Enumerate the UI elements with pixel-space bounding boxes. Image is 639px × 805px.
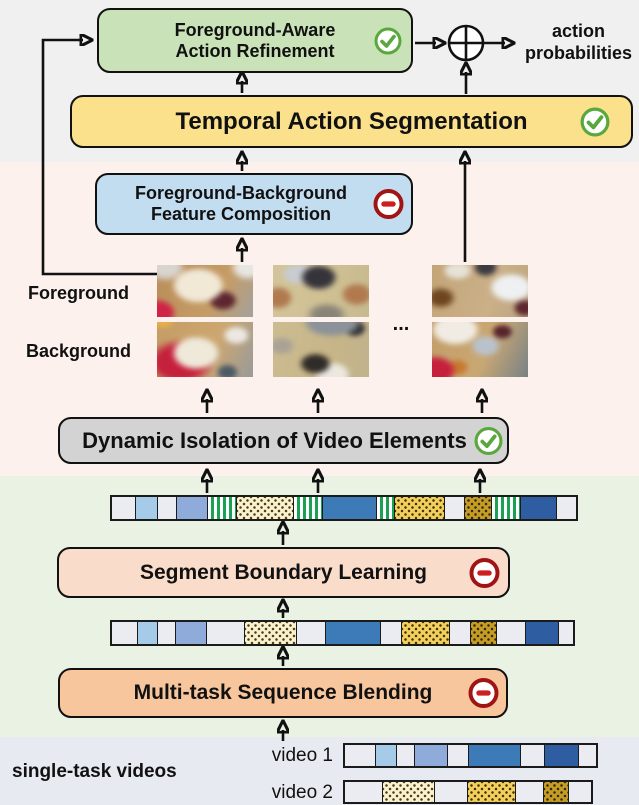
node-multi-task-sequence-blending: Multi-task Sequence Blending [58, 668, 508, 718]
bar-segment-plain [157, 622, 176, 644]
bar-segment-blue_mid [175, 622, 206, 644]
video1-sequence-bar [343, 743, 598, 768]
bar-segment-blue_mid [176, 497, 207, 519]
bar-segment-cream [236, 497, 294, 519]
bar-segment-plain [496, 622, 525, 644]
bar-segment-plain [433, 782, 467, 802]
node-label: Multi-task Sequence Blending [133, 681, 433, 704]
bar-segment-plain [514, 782, 543, 802]
foreground-frame-2 [273, 265, 369, 317]
minus-icon [373, 189, 404, 219]
node-label: Foreground-Aware Action Refinement [174, 19, 336, 61]
foreground-frame-1 [157, 265, 253, 317]
video1-label: video 1 [271, 745, 333, 766]
minus-icon [469, 557, 500, 588]
bar-segment-blue_light [374, 745, 396, 766]
bar-segment-plain [112, 497, 135, 519]
bar-segment-plain [558, 622, 573, 644]
bar-segment-cream [381, 782, 434, 802]
bar-segment-boundary [491, 497, 520, 519]
bar-segment-gold [400, 622, 449, 644]
bar-segment-blue_deep [467, 745, 521, 766]
bar-segment-plain [443, 497, 464, 519]
bar-segment-boundary [376, 497, 394, 519]
video2-label: video 2 [271, 782, 333, 803]
bar-segment-plain [520, 745, 545, 766]
bar-segment-blue_navy [524, 622, 559, 644]
bar-segment-plain [345, 782, 382, 802]
check-icon [474, 426, 503, 455]
node-label: Temporal Action Segmentation [175, 107, 528, 135]
background-row-label: Background [26, 341, 132, 361]
bar-segment-blue_light [136, 622, 158, 644]
bar-segment-darkgold [469, 622, 497, 644]
bar-segment-darkgold [542, 782, 569, 802]
bar-segment-plain [379, 622, 401, 644]
bar-segment-plain [578, 745, 597, 766]
node-foreground-aware-action-refinement: Foreground-Aware Action Refinement [97, 8, 413, 73]
background-frame-3 [432, 322, 528, 377]
bar-segment-blue_deep [324, 622, 380, 644]
bar-segment-plain [395, 745, 414, 766]
node-label: Dynamic Isolation of Video Elements [82, 427, 467, 453]
bar-segment-plain [296, 622, 325, 644]
bar-segment-plain [345, 745, 375, 766]
bar-segment-gold [466, 782, 515, 802]
node-dynamic-isolation-of-video-elements: Dynamic Isolation of Video Elements [58, 417, 509, 464]
boundary-sequence-bar [110, 495, 578, 521]
bar-segment-blue_light [134, 497, 158, 519]
background-frame-1 [157, 322, 253, 377]
bar-segment-plain [205, 622, 244, 644]
output-label: action probabilities [524, 21, 632, 63]
bar-segment-plain [568, 782, 592, 802]
node-label: Segment Boundary Learning [139, 560, 428, 584]
node-segment-boundary-learning: Segment Boundary Learning [57, 547, 510, 598]
blended-sequence-bar [110, 620, 575, 646]
bar-segment-blue_navy [544, 745, 579, 766]
bar-segment-boundary [293, 497, 322, 519]
bar-segment-blue_deep [321, 497, 376, 519]
check-icon [374, 27, 402, 54]
ellipsis-label: ... [392, 313, 410, 335]
bar-segment-cream [243, 622, 297, 644]
bar-segment-boundary [206, 497, 237, 519]
background-frame-2 [273, 322, 369, 377]
minus-icon [468, 678, 499, 708]
bar-segment-blue_navy [519, 497, 557, 519]
single-task-videos-label: single-task videos [12, 761, 177, 782]
check-icon [580, 107, 610, 136]
bar-segment-plain [448, 622, 470, 644]
video2-sequence-bar [343, 780, 593, 804]
foreground-frame-3 [432, 265, 528, 317]
node-label: Foreground-Background Feature Compositio… [135, 183, 347, 224]
bar-segment-plain [446, 745, 468, 766]
node-foreground-background-feature-composition: Foreground-Background Feature Compositio… [95, 173, 413, 235]
foreground-row-label: Foreground [28, 283, 129, 303]
bar-segment-darkgold [463, 497, 492, 519]
bar-segment-plain [556, 497, 576, 519]
bar-segment-gold [393, 497, 444, 519]
bar-segment-blue_mid [413, 745, 447, 766]
bar-segment-plain [157, 497, 177, 519]
bar-segment-plain [112, 622, 137, 644]
node-temporal-action-segmentation: Temporal Action Segmentation [70, 95, 633, 148]
